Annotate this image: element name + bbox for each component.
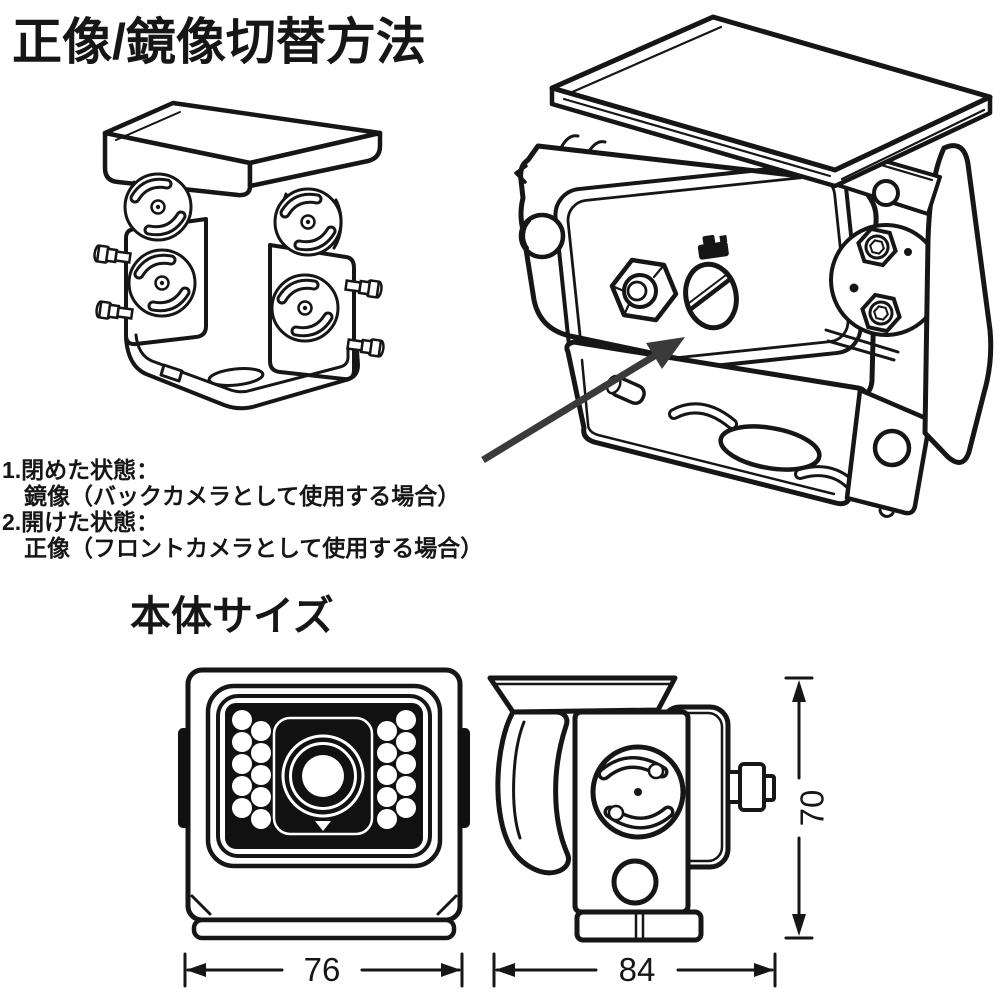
front-base (191, 917, 457, 941)
page-title: 正像/鏡像切替方法 (12, 14, 426, 70)
instruction-2-label: 2.開けた状態： (2, 509, 160, 535)
camera-lens (272, 716, 374, 836)
adjuster-disc (129, 250, 195, 316)
size-section-heading: 本体サイズ (130, 593, 334, 639)
switch-instructions: 1.閉めた状態： 鏡像（バックカメラとして使用する場合） 2.開けた状態： 正像… (2, 457, 483, 561)
dimension-height-value: 70 (794, 790, 830, 827)
side-base (574, 909, 704, 943)
dimension-line-height (784, 676, 814, 940)
adjuster-disc (275, 189, 341, 255)
pointer-arrow-icon (481, 337, 685, 463)
ir-led-array (232, 710, 416, 829)
cable-hole (518, 212, 566, 260)
camera-side-figure: 84 70 (487, 675, 830, 988)
dimension-line-front-width (183, 952, 464, 988)
dimension-side-depth-value: 84 (619, 951, 656, 988)
right-hinge-tab (458, 728, 470, 828)
left-hinge-tab (178, 728, 190, 828)
mirror-mode-icon (697, 234, 729, 260)
adjuster-disc (125, 174, 191, 240)
dimension-front-width-value: 76 (304, 951, 341, 988)
instruction-2-description: 正像（フロントカメラとして使用する場合） (24, 535, 484, 561)
camera-rear-figure (481, 14, 994, 518)
instruction-1-description: 鏡像（バックカメラとして使用する場合） (24, 483, 461, 509)
mount-slot (718, 424, 822, 472)
dimension-line-side-depth (492, 952, 777, 988)
adjuster-disc (272, 275, 338, 341)
camera-front-figure: 76 (178, 667, 470, 988)
bracket-exploded-figure (92, 100, 386, 411)
instruction-1-label: 1.閉めた状態： (2, 457, 160, 483)
side-lens-hood (495, 709, 571, 876)
side-connector (738, 762, 766, 812)
